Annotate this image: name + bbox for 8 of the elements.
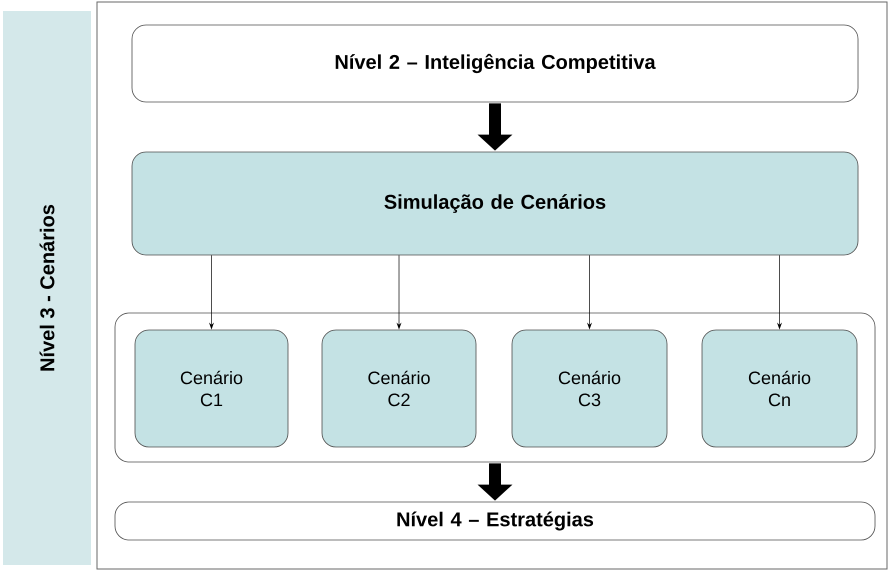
scenario-box: Cenário C2 bbox=[322, 330, 476, 448]
scenario-box: Cenário C1 bbox=[134, 330, 288, 448]
process-box: Simulação de Cenários bbox=[132, 152, 858, 256]
scenario-box: Cenário C3 bbox=[512, 330, 668, 448]
level-box: Nível 4 – Estratégias bbox=[114, 502, 876, 540]
level-box: Nível 2 – Inteligência Competitiva bbox=[132, 24, 858, 102]
band-label: Nível 3 - Cenários bbox=[1, 9, 93, 567]
scenario-box: Cenário Cn bbox=[702, 330, 858, 448]
